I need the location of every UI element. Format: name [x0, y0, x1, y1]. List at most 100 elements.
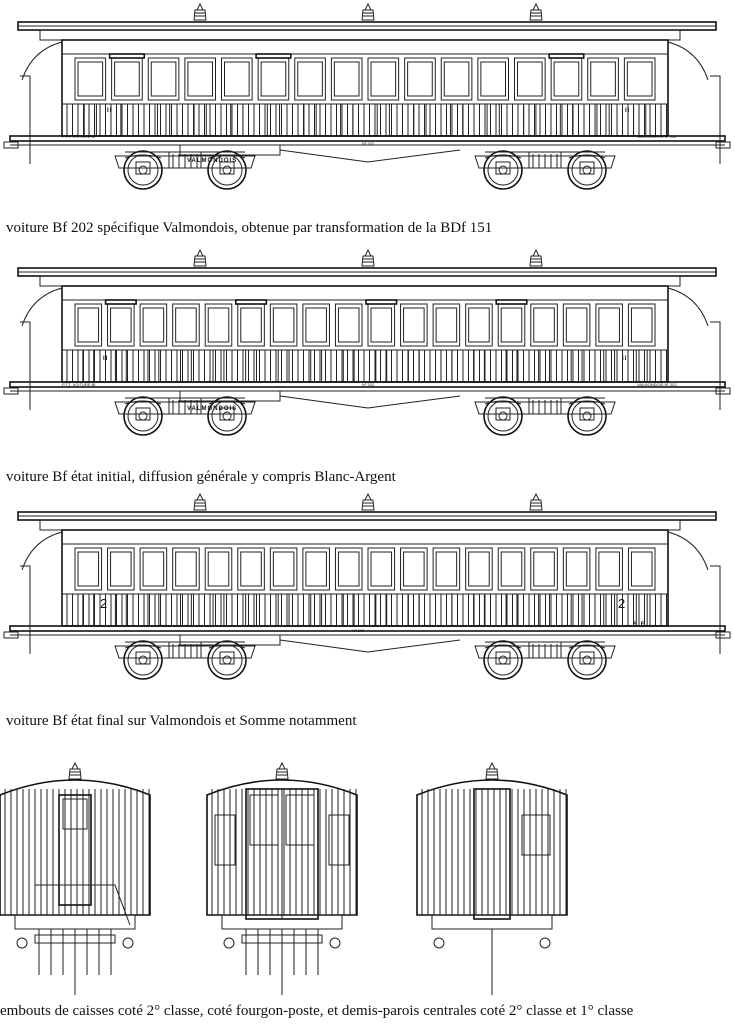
window [595, 547, 623, 591]
end-view-second [0, 761, 151, 995]
roof-ventilator [275, 761, 289, 780]
window [334, 303, 363, 347]
axle-box [579, 651, 595, 665]
window [74, 303, 103, 347]
window [269, 303, 298, 347]
axle-box [219, 161, 235, 175]
partition-window [521, 814, 551, 856]
window [302, 547, 330, 591]
bogie [114, 640, 256, 680]
window [530, 303, 558, 347]
underframe-label: VALMONDOIS [187, 406, 237, 412]
class-mark-right: 2 [618, 596, 625, 611]
wheel [207, 640, 247, 680]
door-window [257, 57, 290, 101]
wheel [567, 640, 607, 680]
window [204, 303, 233, 347]
label-board [179, 634, 281, 646]
buffer-left [223, 937, 235, 949]
window [587, 57, 619, 101]
window [302, 303, 330, 347]
class-mark-right: II [622, 356, 627, 362]
door-window [237, 303, 265, 347]
door-window [62, 798, 88, 830]
wheel [123, 640, 163, 680]
window [74, 57, 107, 101]
end-platform-railing [35, 884, 131, 926]
leaf-spring [208, 400, 246, 405]
window [184, 57, 216, 101]
leaf-spring [484, 400, 522, 405]
car-drawing-bf-initial: VALMONDOIS II II Nº 202 P.T.T. VOITURE B… [3, 248, 731, 436]
leaf-spring [208, 154, 246, 159]
end-beam [431, 914, 553, 930]
axle-box [135, 651, 151, 665]
window [530, 547, 558, 591]
buffer-right [539, 937, 551, 949]
car-elevation-3: 2 2 S E Nº 202 [0, 492, 735, 707]
handrail-right [710, 321, 721, 410]
bogie-frame [114, 401, 256, 415]
window [514, 57, 546, 101]
handrail-right [710, 565, 721, 654]
bogie-frame [474, 645, 616, 659]
window [294, 57, 326, 101]
buffer [3, 141, 19, 149]
window [221, 57, 253, 101]
label-board [179, 144, 281, 156]
solebar [9, 135, 726, 142]
buffer-right [329, 937, 341, 949]
leaf-spring [124, 400, 162, 405]
truss-rod [279, 149, 461, 163]
axle-box [495, 651, 511, 665]
end-views-drawing [0, 761, 568, 995]
end-view-partition [416, 761, 568, 995]
bogie [474, 396, 616, 436]
end-bracket-left [21, 287, 63, 327]
window-row [74, 53, 656, 101]
roof-ventilator [529, 248, 543, 267]
caption-car-2: voiture Bf état initial, diffusion génér… [6, 469, 396, 485]
window [400, 547, 428, 591]
handrail-left [20, 75, 31, 164]
end-beam [14, 914, 136, 930]
axle-box [219, 407, 235, 421]
window-row [74, 547, 656, 591]
window [139, 303, 168, 347]
wheel [123, 150, 163, 190]
window [627, 547, 656, 591]
caption-car-3: voiture Bf état final sur Valmondois et … [6, 713, 357, 729]
window [147, 57, 180, 101]
axle-box [219, 651, 235, 665]
car-elevation-1: VALMONDOIS II II Nº 202 P.T.T. VOITURE B… [0, 0, 735, 215]
roof-ventilator [193, 248, 207, 267]
class-mark-left: II [107, 108, 112, 114]
roof-ventilator [361, 248, 375, 267]
car-drawing-bf-final: 2 2 S E Nº 202 [3, 492, 731, 680]
bogie-frame [474, 401, 616, 415]
buffer-left [16, 937, 28, 949]
window [172, 547, 200, 591]
roof-cornice [39, 519, 681, 531]
roof-cornice [39, 29, 681, 41]
window [595, 303, 623, 347]
window [623, 57, 656, 101]
underframe-label: VALMONDOIS [187, 158, 237, 164]
small-marking-left: P.T.T. VOITURE Bf [62, 382, 96, 387]
roof-ventilator [485, 761, 499, 780]
label-board [179, 390, 281, 402]
leaf-spring [568, 400, 606, 405]
leaf-spring [124, 644, 162, 649]
wheel [567, 150, 607, 190]
axle-box [135, 161, 151, 175]
axle-box [495, 407, 511, 421]
leaf-spring [208, 644, 246, 649]
leaf-spring [568, 644, 606, 649]
handrail-left [20, 321, 31, 410]
wheel [207, 396, 247, 436]
door-window [367, 303, 396, 347]
window [440, 57, 473, 101]
car-elevation-2: VALMONDOIS II II Nº 202 P.T.T. VOITURE B… [0, 248, 735, 463]
roof-ventilator [361, 2, 375, 21]
roof-ventilator [361, 492, 375, 511]
